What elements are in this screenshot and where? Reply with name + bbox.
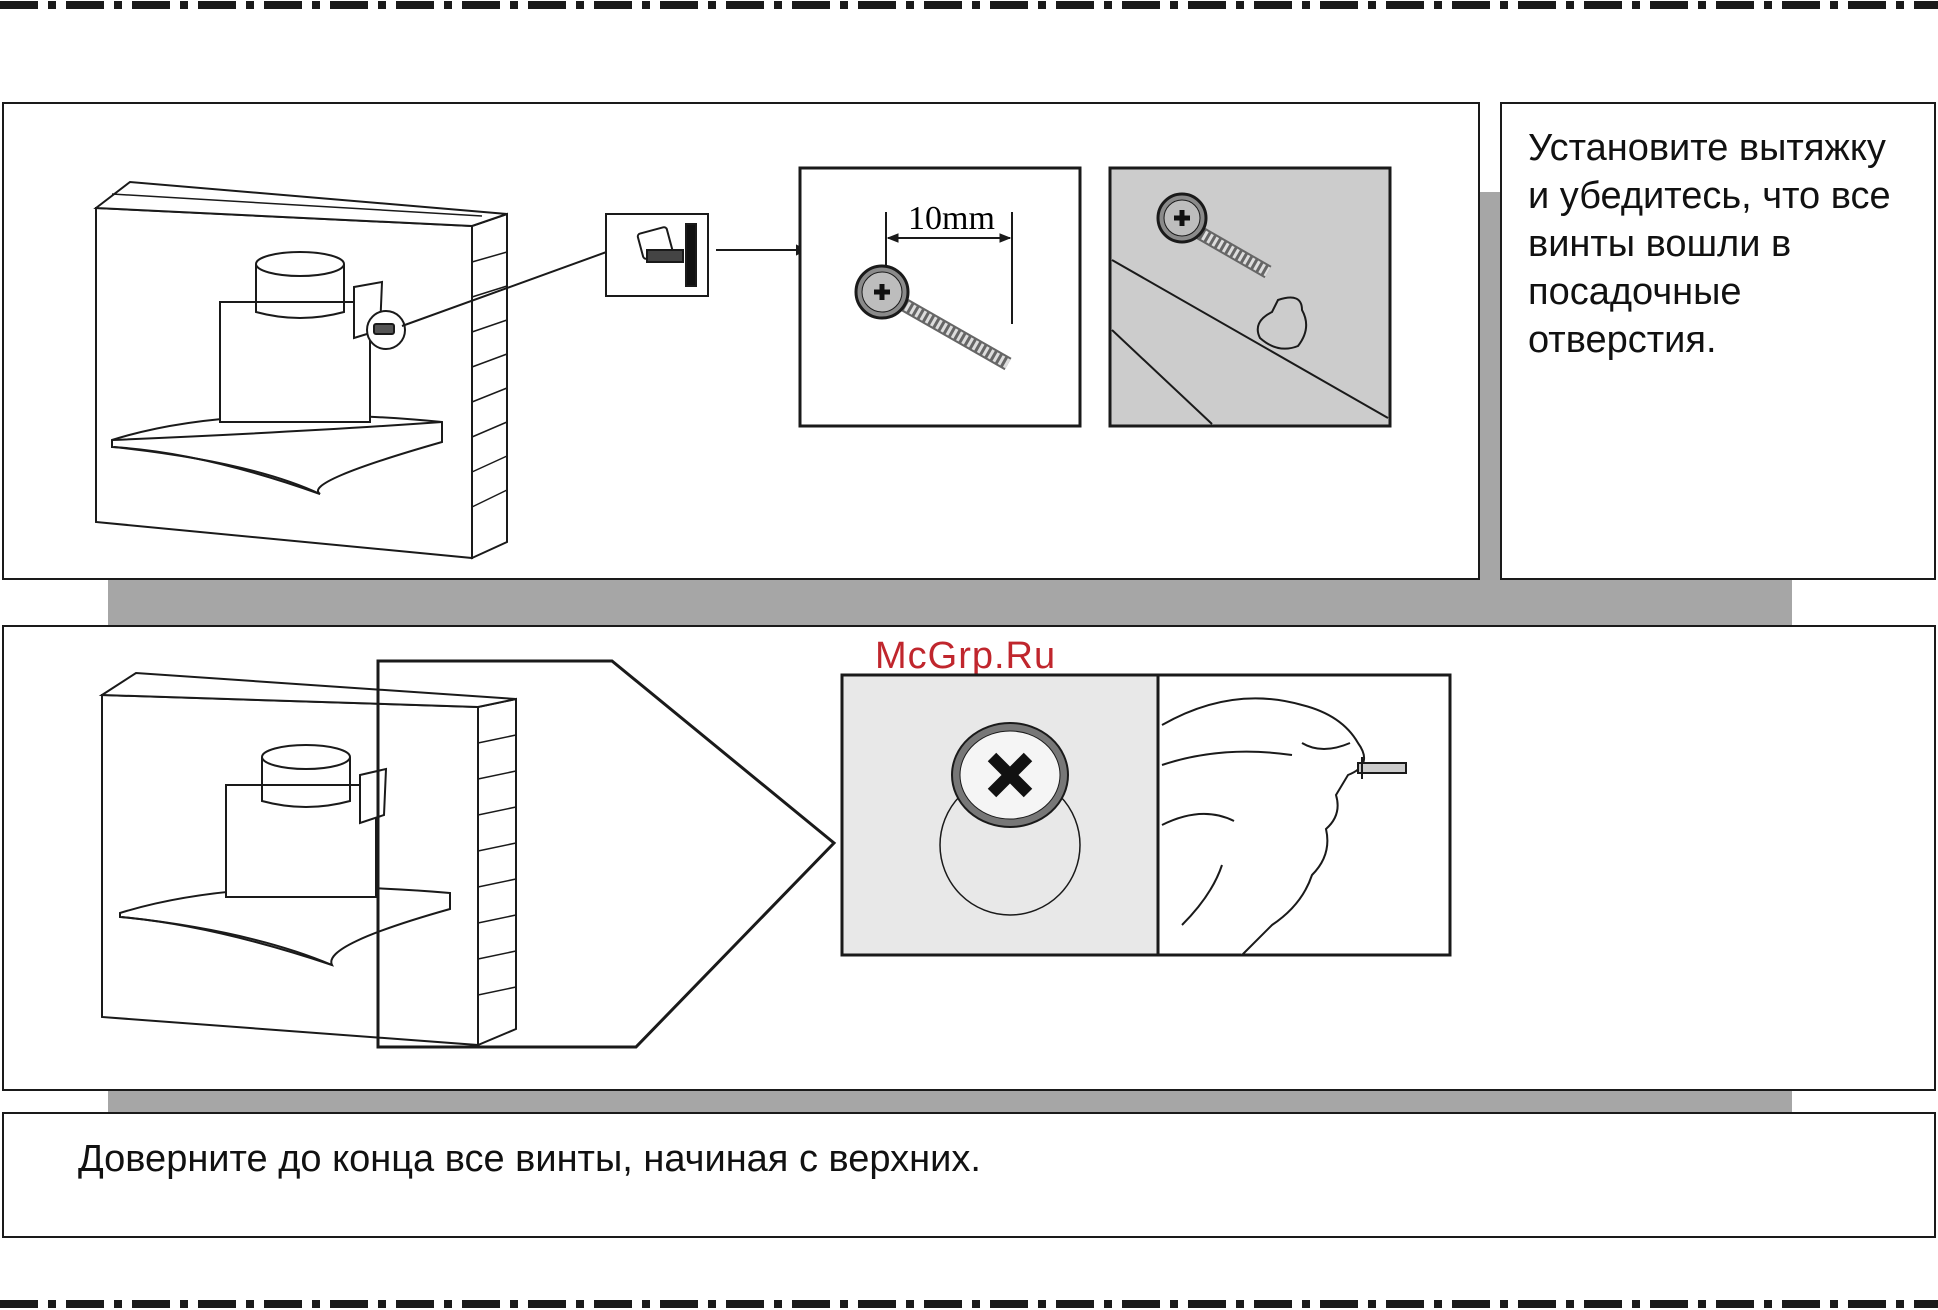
step1-instruction: Установите вытяжку и убедитесь, что все … — [1528, 124, 1928, 364]
top-dashed-border — [0, 0, 1938, 12]
step1-drawing — [2, 102, 1482, 582]
step2-drawing — [2, 625, 1936, 1091]
screw-head-closeup — [842, 675, 1158, 955]
wall-with-hood-1 — [96, 182, 507, 558]
keyhole-screw-box — [1110, 168, 1390, 426]
bottom-dashed-border — [0, 1298, 1938, 1310]
wall-with-hood-2 — [102, 673, 516, 1045]
step2-instruction: Доверните до конца все винты, начиная с … — [78, 1138, 981, 1181]
dimension-label: 10mm — [908, 200, 995, 238]
hand-screwing-icon — [1158, 675, 1450, 955]
wall-screw-icon — [606, 214, 805, 296]
